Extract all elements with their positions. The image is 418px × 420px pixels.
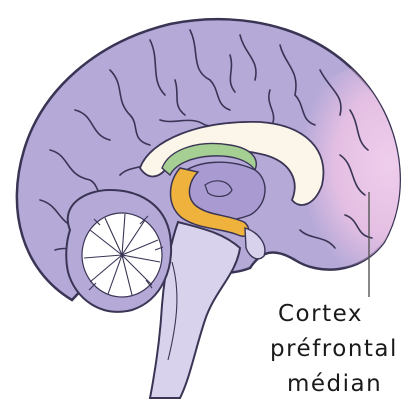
label-medial: médian bbox=[287, 373, 382, 396]
label-prefrontal: préfrontal bbox=[270, 338, 398, 361]
label-cortex: Cortex bbox=[278, 303, 363, 326]
arbor-vitae bbox=[82, 213, 163, 297]
